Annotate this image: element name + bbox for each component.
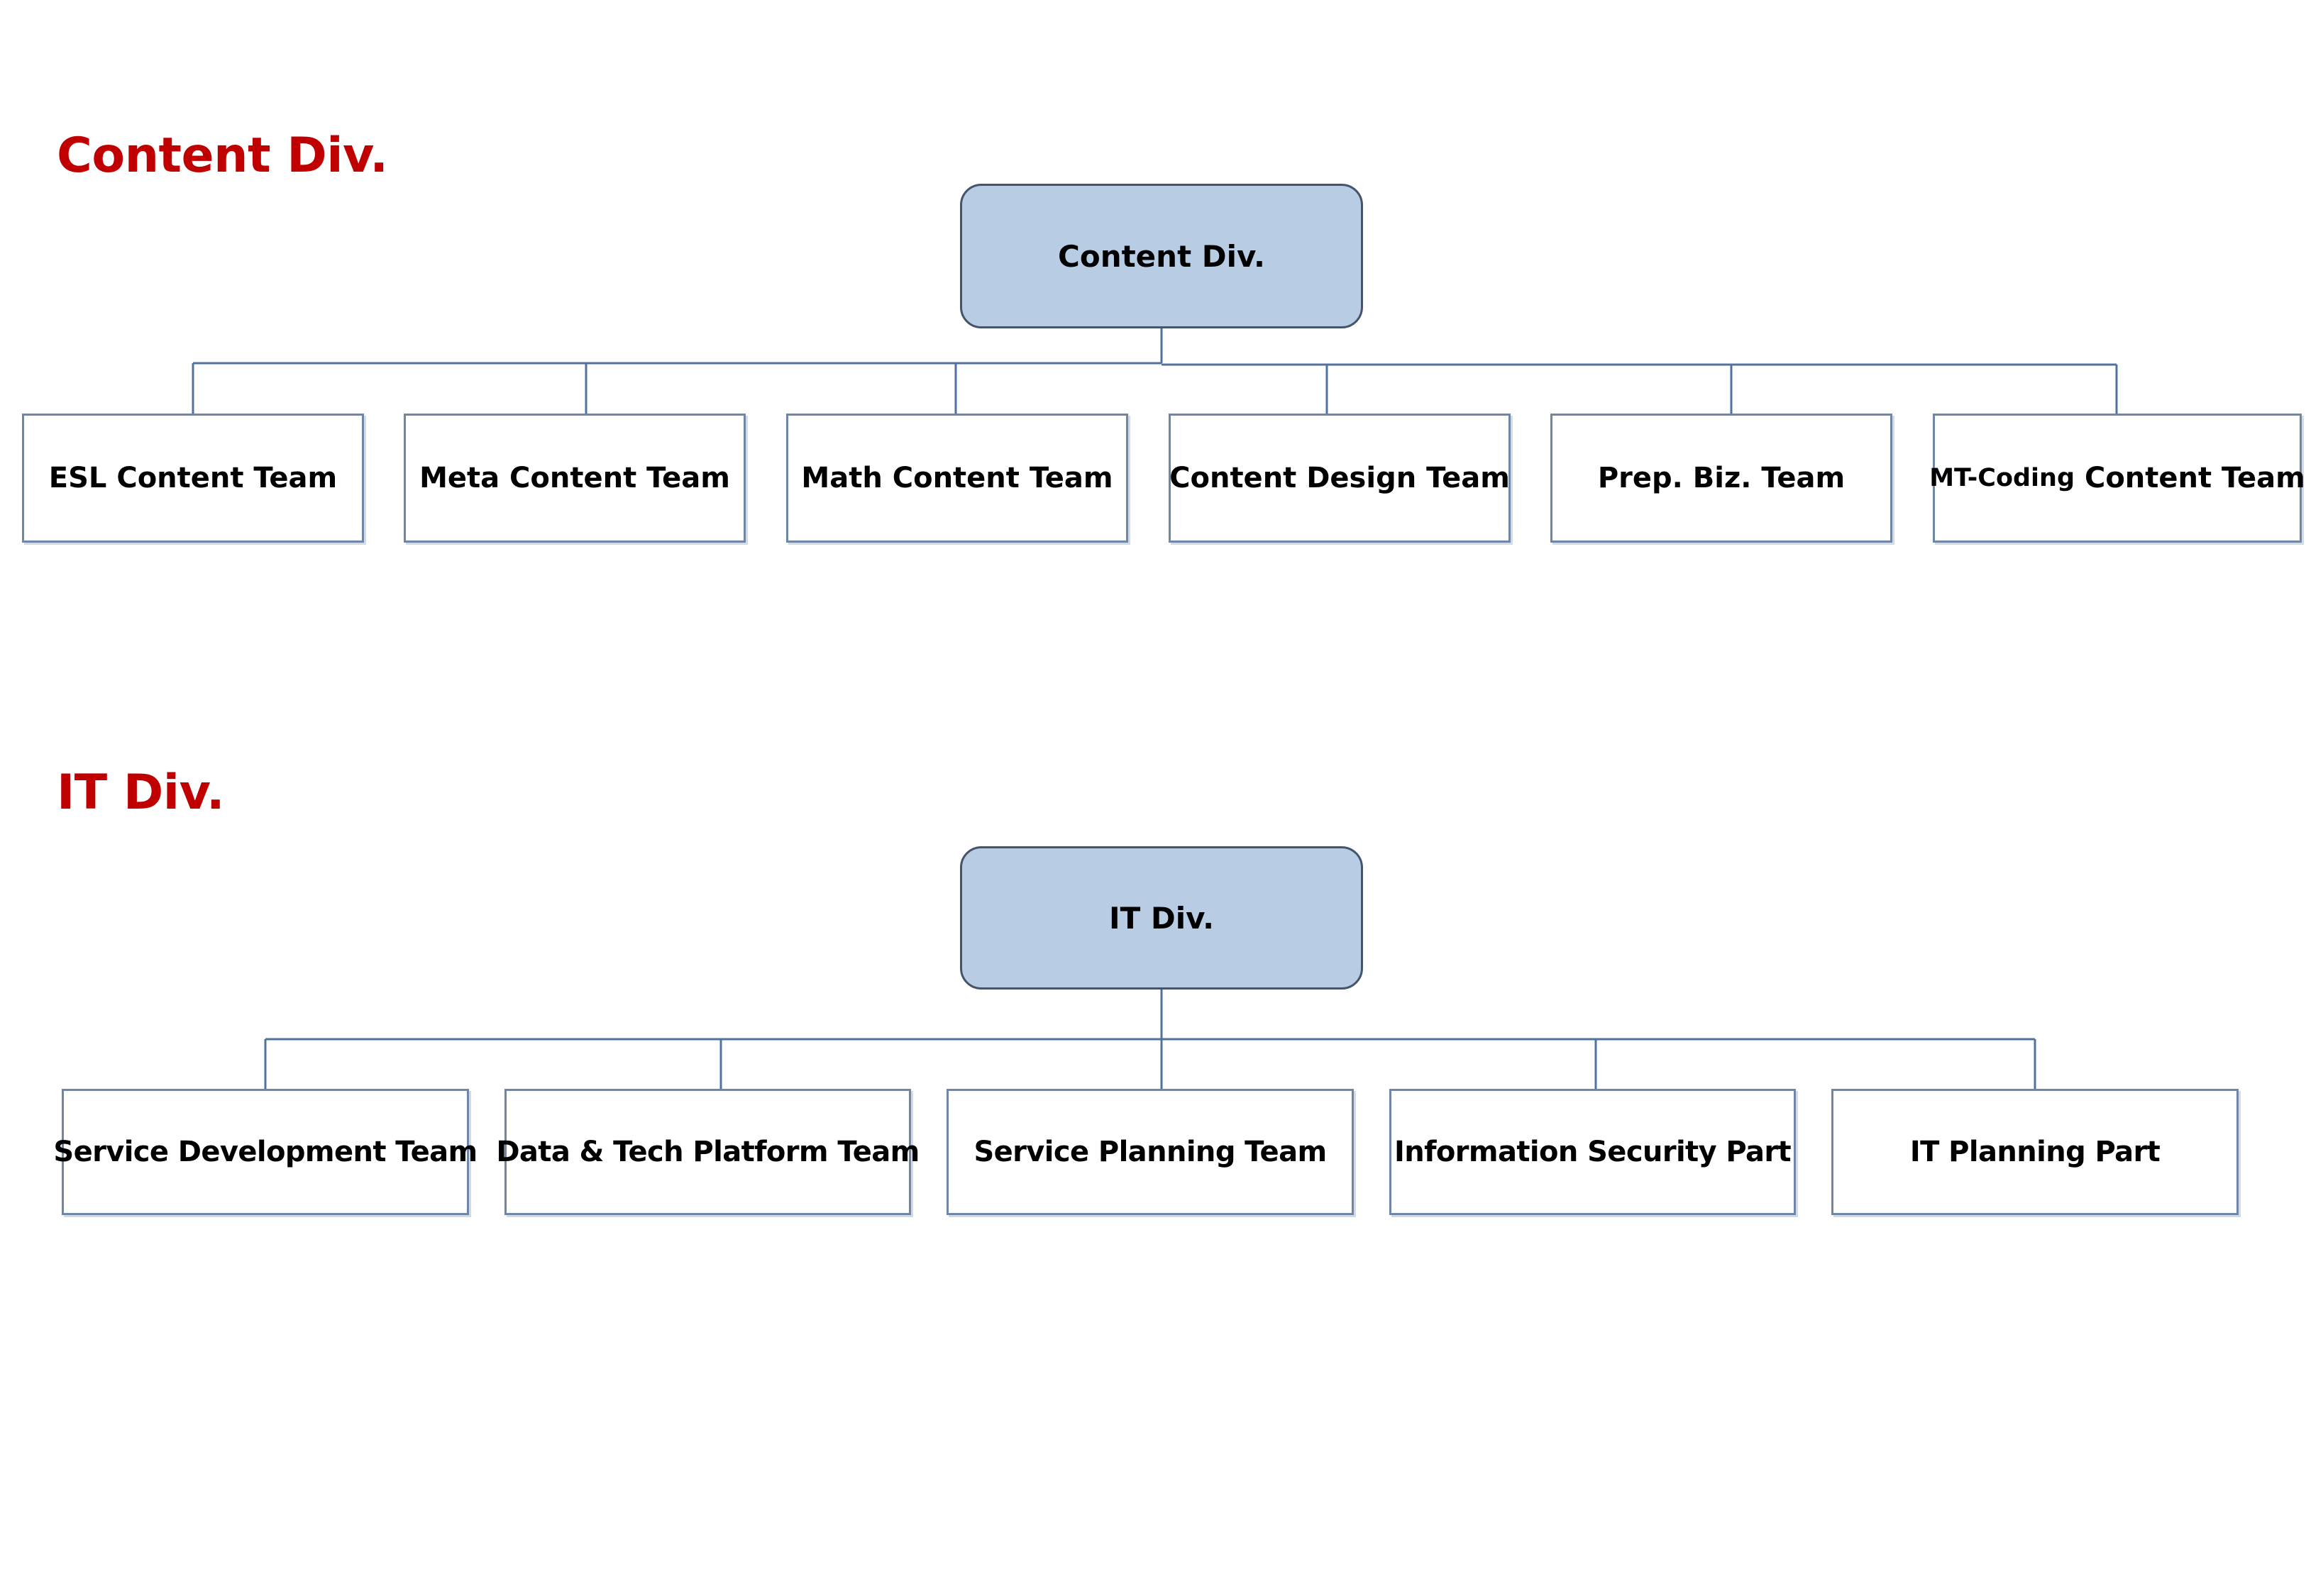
- org-node-service-development-team: Service Development Team: [53, 1089, 478, 1215]
- content-division-heading: Content Div.: [57, 128, 388, 184]
- org-node-service-planning-team: Service Planning Team: [947, 1089, 1354, 1215]
- org-node-math-content-team: Math Content Team: [786, 414, 1128, 543]
- org-node-data-tech-platform-team: Data & Tech Platform Team: [496, 1089, 920, 1215]
- org-node-prep-biz-team: Prep. Biz. Team: [1550, 414, 1892, 543]
- org-node-it-planning-part: IT Planning Part: [1831, 1089, 2239, 1215]
- mt-coding-suffix: Content Team: [2075, 462, 2305, 494]
- content-division-root-node: Content Div.: [960, 184, 1363, 328]
- org-node-information-security-part: Information Security Part: [1389, 1089, 1796, 1215]
- org-node-esl-content-team: ESL Content Team: [22, 414, 364, 543]
- it-division-heading: IT Div.: [57, 765, 225, 821]
- it-division-connectors: [264, 990, 2036, 1089]
- mt-coding-prefix: MT-Coding: [1929, 464, 2075, 492]
- org-node-meta-content-team: Meta Content Team: [404, 414, 746, 543]
- org-node-content-design-team: Content Design Team: [1169, 414, 1511, 543]
- it-division-root-node: IT Div.: [960, 846, 1363, 990]
- content-division-connectors: [192, 328, 2118, 414]
- org-node-mt-coding-content-team: MT-Coding Content Team: [1929, 414, 2305, 543]
